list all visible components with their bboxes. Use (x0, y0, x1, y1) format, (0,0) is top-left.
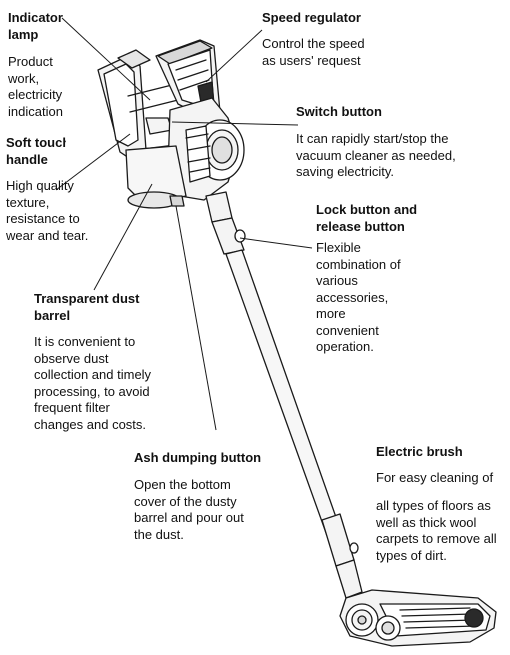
speed-regulator-description: Control the speed as users' request (262, 36, 365, 69)
lock-release-desc-line: combination of (316, 256, 401, 272)
leader-switch-button (171, 121, 299, 126)
speed-regulator-title: Speed regulator (262, 10, 361, 25)
switch-button-desc-line: saving electricity. (296, 164, 395, 179)
electric-brush-description-intro: For easy cleaning of (376, 470, 494, 485)
soft-touch-handle-title-line2: handle (6, 151, 48, 167)
lock-release-button-description: Flexible combination of various accessor… (316, 240, 401, 356)
electric-brush-description: all types of floors as well as thick woo… (376, 498, 497, 564)
dust-barrel-desc-line: collection and timely (34, 367, 152, 382)
leader-soft-touch-handle (55, 133, 131, 191)
electric-brush-desc-line: types of dirt. (376, 547, 447, 563)
lock-release-desc-line: accessories, (316, 289, 389, 305)
indicator-lamp-title-line1: Indicator (8, 10, 63, 25)
leader-speed-regulator (205, 29, 263, 83)
electric-brush-drawing (339, 589, 497, 647)
ash-dumping-desc-line: Open the bottom (134, 477, 231, 492)
ash-dumping-desc-line: cover of the dusty (134, 493, 237, 509)
switch-button-description: It can rapidly start/stop the vacuum cle… (296, 131, 456, 181)
dust-barrel-drawing (125, 145, 187, 209)
switch-button-desc-line: vacuum cleaner as needed, (296, 147, 456, 163)
lock-release-desc-line: operation. (316, 339, 374, 354)
leader-ash-dumping (175, 205, 217, 431)
soft-touch-handle-desc-line: resistance to (6, 211, 80, 226)
dust-barrel-desc-line: processing, to avoid (34, 383, 150, 399)
dust-barrel-desc-line: It is convenient to (34, 334, 136, 349)
soft-touch-handle-desc-line: wear and tear. (6, 227, 89, 243)
wand-tube-drawing (205, 191, 363, 599)
dust-barrel-title-line2: barrel (34, 307, 71, 323)
indicator-lamp-title: Indicator lamp (8, 10, 63, 43)
soft-touch-handle-desc-line: texture, (6, 194, 50, 210)
lock-release-title-line1: Lock button and (316, 202, 418, 217)
dust-barrel-desc-line: frequent filter (34, 400, 110, 415)
ash-dumping-desc-line: the dust. (134, 526, 184, 542)
dust-barrel-title: Transparent dust barrel (34, 291, 139, 324)
speed-regulator-desc-line: as users' request (262, 52, 361, 68)
soft-touch-handle-title: Soft touch handle (6, 135, 66, 168)
dust-barrel-description: It is convenient to observe dust collect… (34, 334, 151, 433)
lock-release-desc-line: various (316, 273, 358, 288)
leader-lock-button (239, 237, 313, 249)
electric-brush-desc-line: well as thick wool (376, 514, 477, 530)
ash-dumping-button-title: Ash dumping button (134, 450, 262, 465)
indicator-lamp-title-line2: lamp (8, 26, 39, 42)
indicator-lamp-desc-line: electricity (8, 87, 63, 102)
switch-button-title: Switch button (296, 104, 382, 119)
switch-button-desc-line: It can rapidly start/stop the (296, 131, 449, 146)
speed-regulator-desc-line: Control the speed (262, 36, 365, 51)
battery-pack-drawing (155, 39, 221, 119)
electric-brush-title: Electric brush (376, 444, 463, 459)
ash-dumping-desc-line: barrel and pour out (134, 510, 244, 525)
dust-barrel-desc-line: changes and costs. (34, 416, 147, 432)
dust-barrel-title-line1: Transparent dust (34, 291, 140, 306)
ash-dumping-button-description: Open the bottom cover of the dusty barre… (134, 477, 244, 543)
electric-brush-desc-line: all types of floors as (376, 498, 491, 513)
leader-indicator-lamp (61, 17, 151, 101)
indicator-lamp-desc-line: work, (8, 70, 40, 86)
lock-release-title-line2: release button (316, 218, 405, 234)
dust-barrel-desc-line: observe dust (34, 350, 109, 366)
soft-touch-handle-title-line1: Soft touch (6, 135, 66, 150)
lock-release-desc-line: convenient (316, 322, 379, 338)
lock-release-desc-line: more (316, 306, 346, 321)
leader-dust-barrel (93, 183, 153, 291)
soft-touch-handle-description: High quality texture, resistance to wear… (6, 178, 88, 244)
soft-touch-handle-desc-line: High quality (6, 178, 74, 193)
lock-release-desc-line: Flexible (316, 240, 361, 255)
indicator-lamp-desc-line: indication (8, 103, 63, 119)
lock-release-button-title: Lock button and release button (316, 202, 417, 235)
indicator-lamp-description: Product work, electricity indication (8, 54, 63, 120)
electric-brush-desc-line: carpets to remove all (376, 531, 497, 546)
indicator-lamp-desc-line: Product (8, 54, 53, 69)
